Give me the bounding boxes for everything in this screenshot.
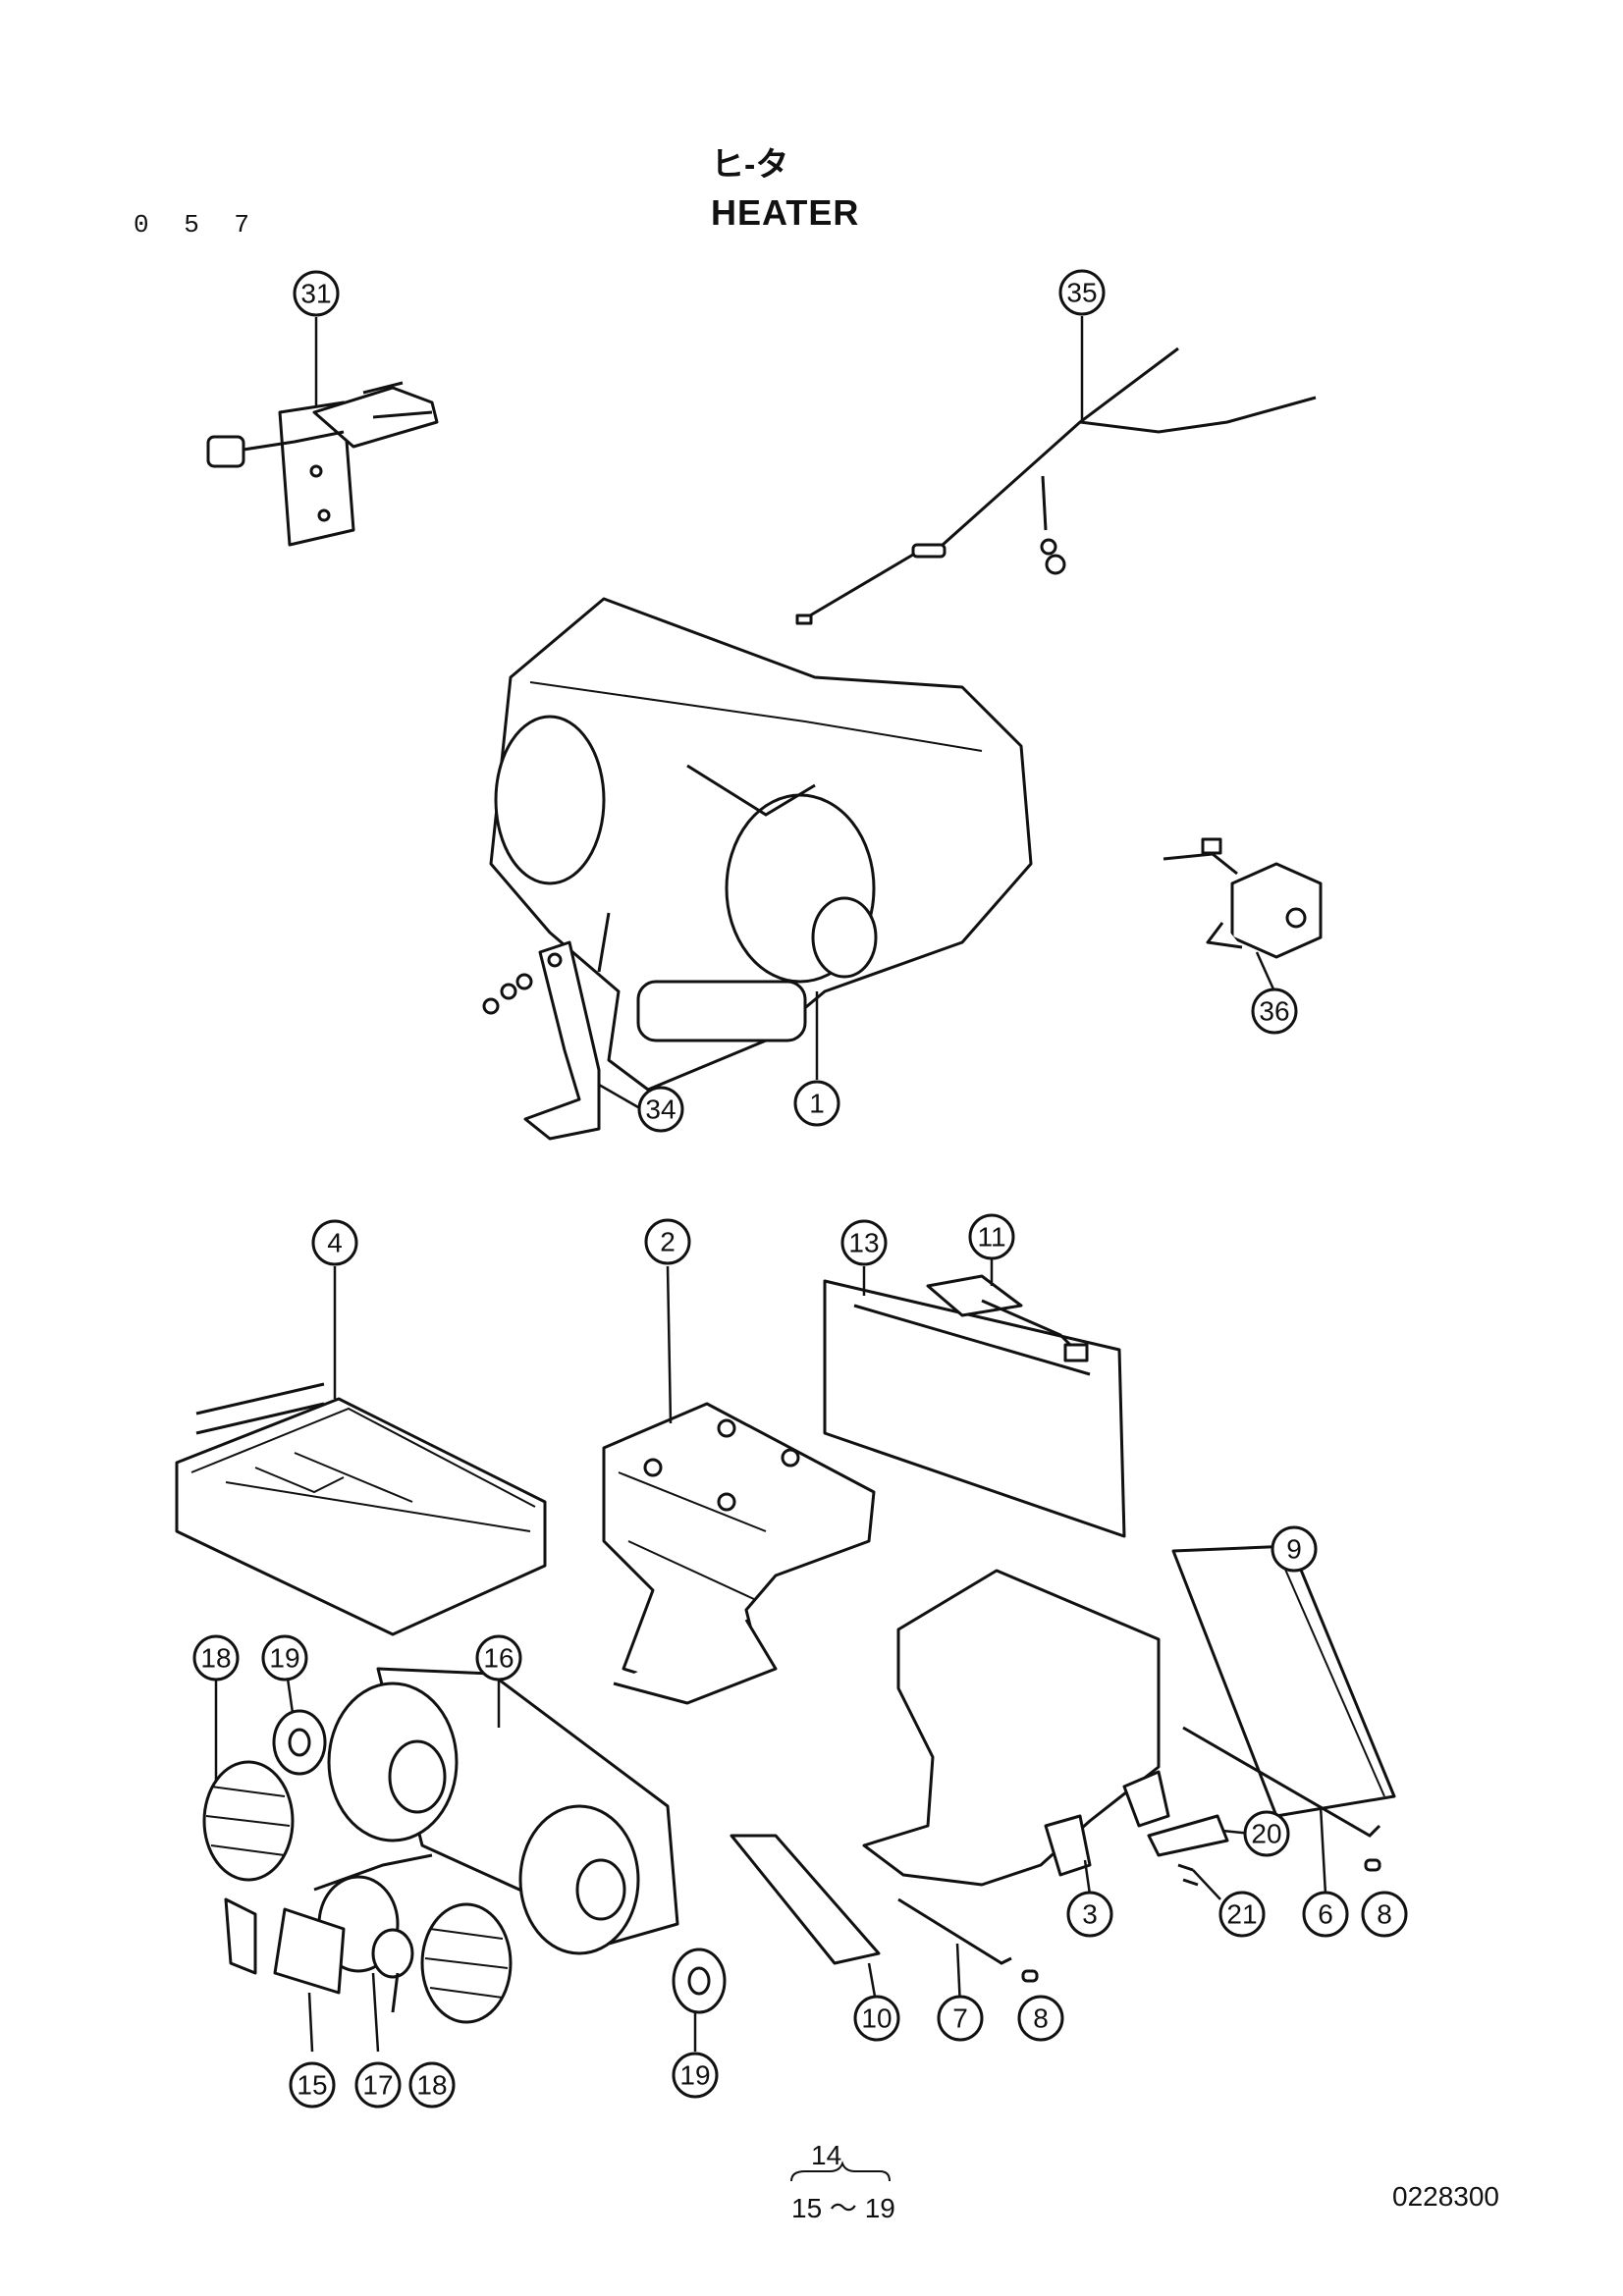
svg-text:17: 17: [362, 2070, 393, 2101]
part-11-wire-harness: [926, 1274, 1089, 1362]
svg-text:20: 20: [1251, 1819, 1281, 1849]
page-code: 0 5 7: [134, 210, 260, 240]
callout-18-upper: 18: [192, 1634, 240, 1682]
part-15-motor-band: [224, 1897, 346, 1995]
callout-19-upper: 19: [261, 1634, 308, 1682]
svg-text:8: 8: [1377, 1899, 1392, 1930]
part-18-fan-upper: [202, 1760, 295, 1882]
callout-16: 16: [475, 1634, 522, 1682]
reference-page-range: 15 ～ 19: [791, 2193, 895, 2223]
part-21-screws: [1177, 1863, 1199, 1887]
svg-text:18: 18: [416, 2070, 447, 2101]
callout-13: 13: [840, 1219, 888, 1266]
part-19-ring-lower: [672, 1948, 727, 2014]
part-8-clip-lower: [1021, 1969, 1039, 1983]
part-2-heater-case: [602, 1402, 876, 1705]
part-1-heater-assembly: [489, 597, 1033, 1092]
svg-text:4: 4: [327, 1228, 343, 1258]
callout-2: 2: [644, 1218, 691, 1265]
reference-brace: [790, 2161, 891, 2182]
lower-heater-case: [862, 1569, 1170, 1887]
svg-text:9: 9: [1286, 1534, 1302, 1565]
svg-text:1: 1: [809, 1089, 825, 1119]
callout-8-lower: 8: [1017, 1995, 1064, 2042]
callout-8-right: 8: [1361, 1891, 1408, 1938]
svg-text:6: 6: [1318, 1899, 1333, 1930]
callout-18-lower: 18: [408, 2061, 456, 2109]
reference-page-top: 14: [811, 2140, 842, 2170]
part-4-heater-core: [175, 1382, 547, 1636]
callout-11: 11: [968, 1213, 1015, 1260]
callout-4: 4: [311, 1219, 358, 1266]
part-34-support-bracket: [482, 940, 601, 1141]
part-20-lever: [1147, 1814, 1229, 1857]
part-7-rod: [897, 1897, 1012, 1965]
part-10-seal: [730, 1834, 881, 1965]
callout-7: 7: [937, 1995, 984, 2042]
callout-34: 34: [637, 1086, 684, 1133]
svg-text:35: 35: [1066, 278, 1097, 308]
part-6-rod: [1182, 1726, 1381, 1838]
callout-6: 6: [1302, 1891, 1349, 1938]
callout-21: 21: [1218, 1891, 1266, 1938]
part-9-filter: [1171, 1544, 1396, 1818]
svg-text:31: 31: [300, 279, 331, 309]
callout-9: 9: [1271, 1525, 1318, 1573]
callout-3: 3: [1066, 1891, 1113, 1938]
part-18-fan-lower: [420, 1902, 513, 2024]
svg-text:7: 7: [952, 2003, 968, 2034]
svg-text:19: 19: [679, 2060, 710, 2091]
drawing-number: 0228300: [1392, 2181, 1500, 2212]
title-english: HEATER: [711, 192, 860, 233]
svg-text:21: 21: [1226, 1899, 1257, 1930]
callout-10: 10: [853, 1995, 900, 2042]
svg-text:2: 2: [660, 1227, 676, 1257]
callout-36: 36: [1251, 988, 1298, 1035]
part-35-wire-harness: [795, 347, 1317, 625]
svg-text:11: 11: [977, 1222, 1005, 1253]
part-8-clip-right: [1364, 1858, 1381, 1872]
part-31-valve-bracket: [206, 381, 439, 547]
svg-text:19: 19: [269, 1643, 299, 1674]
callout-1: 1: [793, 1080, 840, 1127]
callout-17: 17: [354, 2061, 402, 2109]
svg-text:16: 16: [483, 1643, 514, 1674]
svg-text:34: 34: [645, 1095, 676, 1125]
callout-20: 20: [1243, 1810, 1290, 1857]
svg-text:10: 10: [861, 2003, 892, 2034]
svg-text:13: 13: [848, 1228, 879, 1258]
part-19-ring-upper: [272, 1709, 327, 1776]
callout-35: 35: [1058, 269, 1106, 316]
part-36-relay-box: [1163, 837, 1323, 959]
title-japanese: ヒ-タ: [711, 146, 789, 184]
svg-text:8: 8: [1033, 2003, 1049, 2034]
svg-text:15: 15: [297, 2070, 327, 2101]
callout-19-lower: 19: [672, 2052, 719, 2099]
callout-31: 31: [293, 270, 340, 317]
callout-15: 15: [289, 2061, 336, 2109]
bolt-and-washers: [1040, 475, 1066, 575]
part-16-blower-housing: [327, 1667, 679, 1955]
svg-text:18: 18: [200, 1643, 231, 1674]
svg-text:3: 3: [1082, 1899, 1098, 1930]
svg-text:36: 36: [1259, 996, 1289, 1027]
part-13-cover-plate: [823, 1279, 1126, 1538]
